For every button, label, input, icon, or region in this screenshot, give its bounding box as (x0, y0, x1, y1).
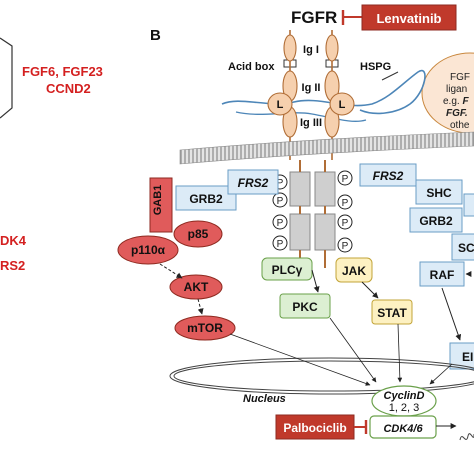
kinase-domain-left-lower (289, 213, 311, 251)
plc-gamma-box (261, 257, 313, 281)
stat-to-cyclin-arrow (397, 323, 403, 383)
mtor-to-cyclin-arrow (229, 333, 371, 386)
cyclind-subtitle: 1, 2, 3 (389, 402, 420, 414)
p85-node (173, 220, 223, 248)
ligand-callout-text-4: FGF. (446, 108, 468, 119)
jak-box (335, 257, 373, 283)
pkc-to-cyclin-arrow (329, 317, 377, 383)
fgfr-title: FGFR (291, 8, 337, 27)
frs2-right-box (359, 163, 417, 187)
gab1-label: GAB1 (152, 185, 164, 216)
phospho-label: P (342, 241, 349, 252)
kinase-domain-right-upper (314, 171, 336, 207)
raf-to-erk-arrow (441, 287, 462, 341)
ig1-domain-right (325, 34, 339, 62)
nucleus-label: Nucleus (243, 393, 286, 405)
shc-label: SHC (426, 186, 452, 200)
ig1-label: Ig I (303, 44, 319, 56)
frs2-left-box (227, 169, 279, 195)
ig3-label: Ig III (300, 117, 322, 129)
left-panel-bracket (0, 37, 13, 119)
jak-to-stat-arrow (361, 281, 379, 299)
shc-box (415, 179, 463, 205)
ligand-callout-text-3: e.g. F (443, 96, 469, 107)
erk-to-cyclin-arrow (429, 363, 453, 385)
ligand-callout-text-1: FGF (450, 72, 470, 83)
edge-blue-box (463, 193, 474, 217)
ligand-left-label: L (277, 99, 284, 111)
phospho-sites: P P P P P P P P (272, 170, 353, 253)
akt-label: AKT (184, 280, 209, 294)
p110-label: p110α (131, 243, 166, 257)
phospho-label: P (277, 196, 284, 207)
akt-node (169, 274, 223, 300)
acid-box-label: Acid box (228, 61, 275, 73)
cyclind-title: CyclinD (384, 390, 425, 402)
hspg-pointer (381, 71, 399, 81)
phospho-label: P (342, 198, 349, 209)
pkc-label: PKC (292, 300, 318, 314)
grb2-right-label: GRB2 (419, 214, 453, 228)
plc-to-pkc-arrow (311, 269, 320, 293)
jak-label: JAK (342, 264, 366, 278)
ligand-left (267, 92, 293, 116)
akt-to-mtor-arrow (197, 298, 204, 315)
sos-box (451, 233, 474, 261)
lenvatinib-label: Lenvatinib (376, 11, 441, 26)
ig1-domain-left (283, 34, 297, 62)
phospho-label: P (342, 218, 349, 229)
p85-label: p85 (188, 227, 209, 241)
phospho-label: P (277, 178, 284, 189)
kinase-domain-left-upper (289, 171, 311, 207)
left-gene-list-1: FGF6, FGF23 (22, 64, 103, 79)
p110-node (117, 235, 179, 265)
cdk46-label: CDK4/6 (383, 423, 423, 435)
nucleus-membrane-inner (173, 360, 474, 392)
stat-box (371, 299, 413, 325)
plc-gamma-label: PLCγ (272, 263, 303, 277)
ligand-right (329, 92, 355, 116)
frs2-right-label: FRS2 (373, 169, 404, 183)
grb2-left-box (175, 185, 237, 211)
ig2-label: Ig II (302, 82, 321, 94)
nucleus-membrane-outer (169, 357, 474, 395)
mtor-label: mTOR (187, 321, 223, 335)
left-gene-list-4: RS2 (0, 258, 25, 273)
gab1-box (149, 177, 173, 233)
ligand-callout-text-2: ligan (446, 84, 467, 95)
phospho-label: P (277, 218, 284, 229)
grb2-left-label: GRB2 (189, 192, 223, 206)
palbociclib-label: Palbociclib (283, 421, 346, 435)
raf-box (419, 261, 465, 287)
erk-label: EI (462, 350, 473, 364)
lenvatinib-box (361, 4, 457, 31)
panel-label: B (150, 27, 161, 44)
ligand-right-label: L (339, 99, 346, 111)
frs2-left-label: FRS2 (238, 176, 269, 190)
hspg-chain-2 (235, 111, 367, 122)
pkc-box (279, 293, 331, 319)
phospho-label: P (277, 239, 284, 250)
hspg-chain (221, 69, 426, 115)
grb2-right-box (409, 207, 463, 233)
p110-to-akt-arrow (159, 263, 183, 279)
raf-label: RAF (430, 268, 455, 282)
left-gene-list-3: DK4 (0, 233, 27, 248)
phospho-label: P (342, 174, 349, 185)
ligand-callout-text-5: othe (450, 120, 470, 131)
cdk46-box (369, 415, 437, 439)
sos-label: SC (458, 241, 474, 255)
stat-label: STAT (377, 306, 407, 320)
dna-squiggle (459, 433, 474, 441)
mtor-node (174, 315, 236, 341)
left-gene-list-2: CCND2 (46, 81, 91, 96)
hspg-label: HSPG (360, 61, 391, 73)
kinase-domain-right-lower (314, 213, 336, 251)
plasma-membrane (179, 131, 474, 165)
